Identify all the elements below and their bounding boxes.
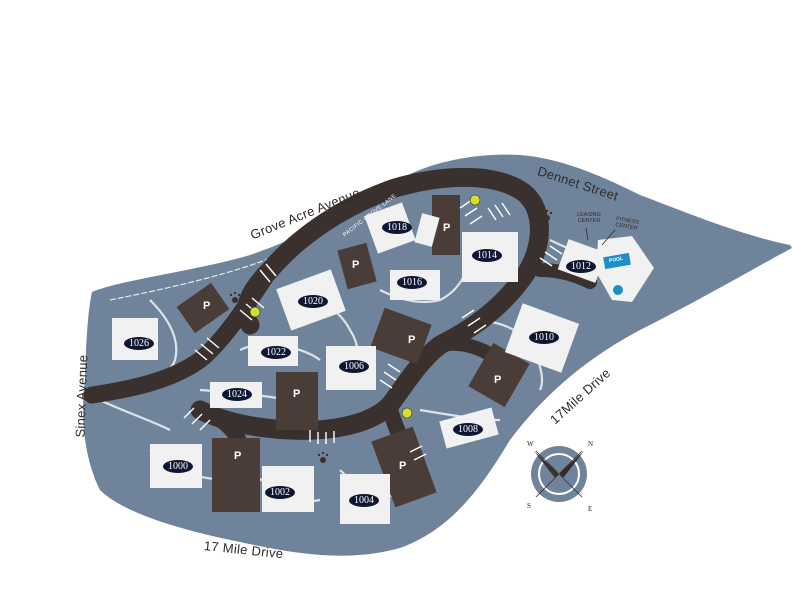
- spa-icon: [613, 285, 623, 295]
- parking-lot: [212, 438, 260, 512]
- leasing-center-label: LEASING CENTER: [577, 212, 601, 224]
- parking-lot: [370, 307, 432, 365]
- apartment-buildings: [112, 202, 607, 524]
- parking-label: P: [408, 334, 416, 346]
- paw-icon: [447, 331, 459, 343]
- paw-icon: [229, 291, 241, 303]
- building-label-1020: 1020: [298, 295, 328, 308]
- building-label-1002: 1002: [265, 486, 295, 499]
- parking-lot: [176, 282, 230, 334]
- pool-icon: [603, 252, 631, 270]
- recycle-icon: [469, 194, 481, 206]
- recycle-icon: [401, 407, 413, 419]
- parking-lot: [468, 342, 530, 408]
- parking-label: P: [293, 388, 301, 400]
- compass-north: N: [588, 440, 594, 448]
- parking-lot: [371, 426, 437, 508]
- leasing-center-building: [596, 236, 654, 302]
- building-label-1022: 1022: [261, 346, 291, 359]
- building-label-1018: 1018: [382, 221, 412, 234]
- parking-lot: [276, 372, 318, 430]
- parking-label: P: [399, 460, 407, 472]
- parking-label: P: [203, 300, 211, 312]
- parking-stripes: [183, 199, 563, 461]
- recycle-icon: [249, 306, 261, 318]
- sinex-avenue-label: Sinex Avenue: [72, 354, 91, 438]
- compass-south: S: [527, 502, 531, 510]
- parking-label: P: [443, 222, 451, 234]
- building-label-1014: 1014: [472, 249, 502, 262]
- parking-lots: [176, 195, 530, 512]
- paw-icon: [317, 451, 329, 463]
- building-label-1012: 1012: [566, 260, 596, 273]
- compass-rose-icon: [531, 446, 587, 502]
- parking-label: P: [494, 374, 502, 386]
- parking-label: P: [234, 450, 242, 462]
- parking-label: P: [352, 259, 360, 271]
- building-label-1024: 1024: [222, 388, 252, 401]
- building-label-1008: 1008: [453, 423, 483, 436]
- leasing-arrows: [585, 227, 616, 246]
- recycle-icons: [249, 194, 481, 419]
- compass-east: E: [588, 505, 593, 513]
- building-label-1010: 1010: [529, 331, 559, 344]
- main-road: [83, 167, 597, 478]
- parking-lot: [337, 242, 377, 290]
- building-label-1004: 1004: [349, 494, 379, 507]
- compass-west: W: [527, 440, 534, 448]
- paw-icon: [541, 209, 553, 221]
- building-label-1016: 1016: [397, 276, 427, 289]
- building-label-1026: 1026: [124, 337, 154, 350]
- paw-icons: [229, 209, 553, 463]
- building-accent: [414, 213, 440, 247]
- building-label-1006: 1006: [339, 360, 369, 373]
- building-label-1000: 1000: [163, 460, 193, 473]
